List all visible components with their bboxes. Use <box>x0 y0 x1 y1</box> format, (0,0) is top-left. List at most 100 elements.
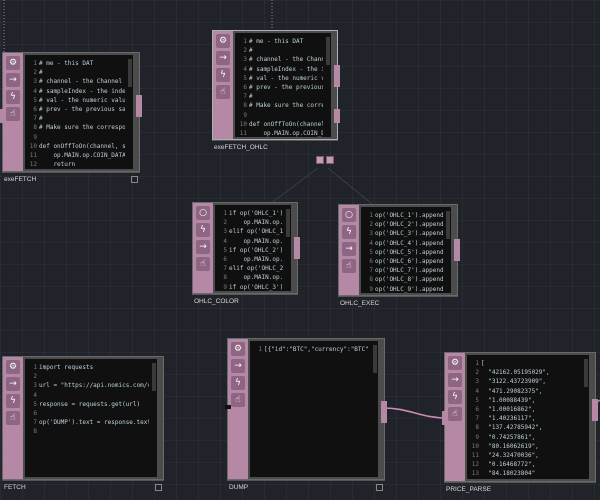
op-PRICE_PARSE[interactable]: ⚙ → ϟ ☝ 1234567891011121314 [ "42162.051… <box>442 352 598 496</box>
code-line <box>39 372 149 381</box>
lightning-icon[interactable]: ϟ <box>6 394 20 408</box>
line-number: 2 <box>33 373 37 381</box>
scrollbar[interactable] <box>326 37 330 65</box>
pointer-icon[interactable]: ☝ <box>448 407 462 421</box>
op-label: OHLC_COLOR <box>192 294 298 308</box>
input-connector[interactable] <box>0 109 6 123</box>
pointer-icon[interactable]: ☝ <box>6 411 20 425</box>
code-line: # <box>249 93 253 101</box>
code-line: op.MAIN.op.COIN_DATA.op( <box>53 151 125 159</box>
output-plug[interactable] <box>326 156 334 164</box>
lightning-icon[interactable]: ϟ <box>448 390 462 404</box>
code-line: op.MAIN.op.DATA <box>243 255 283 263</box>
scrollbar[interactable] <box>446 211 450 239</box>
pointer-icon[interactable]: ☝ <box>6 107 20 121</box>
code-line: op('OHLC_1').appendRow <box>375 212 443 219</box>
scrollbar[interactable] <box>152 363 156 391</box>
gear-icon[interactable]: ⚙ <box>216 34 230 48</box>
line-number: 4 <box>33 391 37 399</box>
line-number: 4 <box>223 237 227 245</box>
scrollbar[interactable] <box>286 209 290 237</box>
pointer-icon[interactable]: ☝ <box>216 85 230 99</box>
arrow-right-icon[interactable]: → <box>216 51 230 65</box>
code-line: # sampleIndex - the index of <box>39 87 125 95</box>
output-connector[interactable] <box>334 65 340 87</box>
arrow-right-icon[interactable]: → <box>6 377 20 391</box>
gear-icon[interactable]: ⚙ <box>231 342 245 356</box>
arrow-right-icon[interactable]: → <box>196 240 210 254</box>
input-connector[interactable] <box>225 405 231 409</box>
code-line: if op('OHLC_2')[1,0 <box>229 246 283 254</box>
lightning-icon[interactable]: ϟ <box>231 376 245 390</box>
line-number: 3 <box>33 382 37 390</box>
line-number: 3 <box>243 56 247 64</box>
arrow-right-icon[interactable]: → <box>6 73 20 87</box>
op-DUMP[interactable]: ⚙ → ϟ ☝ 1 [{"id":"BTC","currency":"BTC",… <box>225 338 387 494</box>
line-number: 6 <box>369 258 373 266</box>
pointer-icon[interactable]: ☝ <box>342 259 356 273</box>
scrollbar[interactable] <box>128 59 132 87</box>
code-line: # me - this DAT <box>249 38 304 45</box>
scrollbar[interactable] <box>373 345 377 373</box>
line-number: 1 <box>258 346 262 353</box>
code-line: op('OHLC_2').appendRow <box>375 221 443 229</box>
output-connector[interactable] <box>592 399 598 421</box>
viewer-toggle-icon[interactable] <box>376 484 383 491</box>
code-line: op('OHLC_4').appendRow <box>375 239 443 247</box>
circle-icon[interactable]: ○ <box>342 208 356 222</box>
output-connector-2[interactable] <box>334 109 340 123</box>
pointer-icon[interactable]: ☝ <box>196 257 210 271</box>
line-number: 9 <box>33 133 37 141</box>
lightning-icon[interactable]: ϟ <box>196 223 210 237</box>
line-number: 2 <box>243 47 247 55</box>
viewer-toggle-icon[interactable] <box>155 484 162 491</box>
input-connector[interactable] <box>442 411 448 425</box>
arrow-right-icon[interactable]: → <box>231 359 245 373</box>
output-connector[interactable] <box>381 401 387 423</box>
pointer-icon[interactable]: ☝ <box>231 393 245 407</box>
arrow-right-icon[interactable]: → <box>342 242 356 256</box>
line-number: 4 <box>243 65 247 73</box>
circle-icon[interactable]: ○ <box>196 206 210 220</box>
code-line: [{"id":"BTC","currency":"BTC","sy <box>264 346 370 353</box>
line-number: 3 <box>369 230 373 238</box>
line-number: 5 <box>369 248 373 256</box>
lightning-icon[interactable]: ϟ <box>6 90 20 104</box>
code-editor[interactable]: 1 [{"id":"BTC","currency":"BTC","sy <box>250 341 378 477</box>
line-number: 5 <box>475 396 479 404</box>
op-name: OHLC_COLOR <box>194 298 239 305</box>
code-line <box>39 133 125 142</box>
gear-icon[interactable]: ⚙ <box>6 360 20 374</box>
gear-icon[interactable]: ⚙ <box>6 56 20 70</box>
scrollbar[interactable] <box>584 359 588 387</box>
code-line: op.MAIN.op.DATA <box>243 219 283 227</box>
op-label: PRICE_PARSE <box>444 482 596 496</box>
arrow-right-icon[interactable]: → <box>448 373 462 387</box>
gear-icon[interactable]: ⚙ <box>448 356 462 370</box>
viewer-toggle-icon[interactable] <box>131 176 138 183</box>
code-editor[interactable]: 1234567891011121314 [ "42162.05195029", … <box>467 355 589 479</box>
output-connector[interactable] <box>136 95 142 117</box>
output-connector[interactable] <box>294 237 300 259</box>
code-line: op('DUMP').text = response.text <box>39 419 149 427</box>
lightning-icon[interactable]: ϟ <box>216 68 230 82</box>
lightning-icon[interactable]: ϟ <box>342 225 356 239</box>
code-lines: if op('OHLC_1')[1,0 op.MAIN.op.DATAelif … <box>229 209 283 291</box>
output-plug[interactable] <box>316 156 324 164</box>
output-connector[interactable] <box>454 239 460 261</box>
line-number: 1 <box>243 38 247 45</box>
code-line: op.MAIN.op.DATA <box>243 274 283 282</box>
line-number: 8 <box>243 102 247 110</box>
